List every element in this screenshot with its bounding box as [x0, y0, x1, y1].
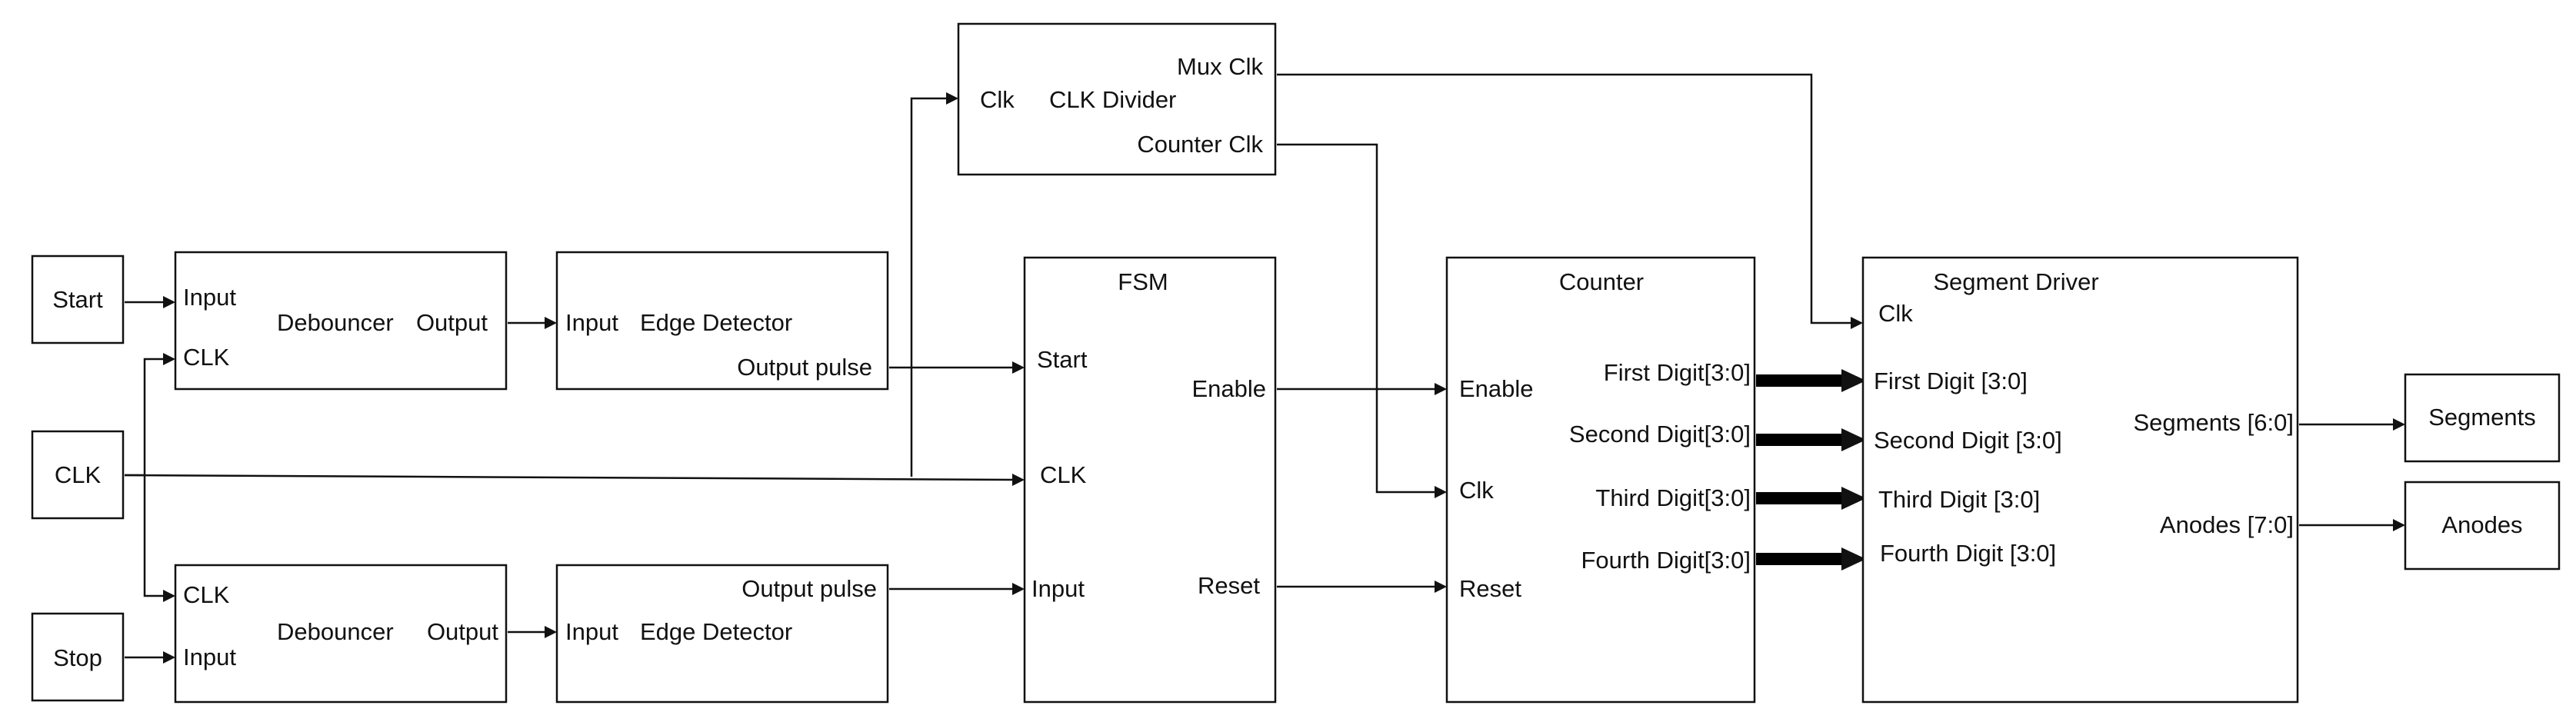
output-segments-block: Segments [2404, 373, 2561, 463]
edge-detector-start-title: Edge Detector [640, 309, 792, 336]
counter-clk-port: Clk [1459, 477, 1494, 504]
bus-arrowhead [1841, 487, 1866, 510]
counter-title: Counter [1559, 268, 1644, 295]
wire-clk-to-fsm [124, 474, 1018, 481]
arrowhead [163, 296, 175, 308]
bus-arrowhead [1841, 369, 1866, 392]
arrowhead [1012, 361, 1025, 374]
debouncer-start-title: Debouncer [277, 309, 394, 336]
segment-driver-first-digit-port: First Digit [3:0] [1874, 368, 2028, 394]
debouncer-stop-output-port: Output [427, 618, 498, 645]
output-anodes-block: Anodes [2404, 481, 2561, 571]
debouncer-stop-input-port: Input [183, 644, 236, 670]
arrowhead [163, 590, 175, 602]
clk-divider-block: Clk CLK Divider Mux Clk Counter Clk [957, 22, 1277, 176]
counter-block: Counter Enable Clk Reset First Digit[3:0… [1445, 256, 1756, 704]
stop-label: Stop [53, 644, 102, 671]
clk-divider-mux-clk-port: Mux Clk [1177, 53, 1263, 80]
debouncer-start-output-port: Output [416, 309, 488, 336]
arrowhead [545, 626, 557, 638]
segment-driver-clk-port: Clk [1878, 300, 1913, 327]
debouncer-stop-block: CLK Input Debouncer Output [174, 564, 508, 704]
start-label: Start [52, 286, 103, 313]
arrowhead [163, 651, 175, 664]
segment-driver-second-digit-port: Second Digit [3:0] [1874, 427, 2062, 454]
counter-reset-port: Reset [1459, 575, 1521, 602]
arrowhead [946, 92, 958, 105]
clk-divider-title: CLK Divider [1049, 86, 1176, 113]
segments-output-label: Segments [2428, 404, 2536, 431]
segment-driver-block: Segment Driver Clk First Digit [3:0] Sec… [1861, 256, 2299, 704]
segment-driver-title: Segment Driver [1933, 268, 2098, 295]
clk-divider-clk-port: Clk [980, 86, 1015, 113]
counter-first-digit-port: First Digit[3:0] [1604, 359, 1751, 386]
counter-enable-port: Enable [1459, 375, 1534, 402]
arrowhead [1012, 583, 1025, 595]
arrowhead [1435, 486, 1447, 498]
input-stop-block: Stop [31, 612, 125, 702]
edge-detector-start-output-port: Output pulse [737, 354, 872, 381]
debouncer-start-clk-port: CLK [183, 344, 230, 371]
counter-third-digit-port: Third Digit[3:0] [1595, 484, 1751, 511]
debouncer-stop-clk-port: CLK [183, 581, 230, 608]
fsm-start-port: Start [1037, 346, 1088, 373]
arrowhead [1012, 474, 1025, 486]
fsm-clk-port: CLK [1040, 461, 1087, 488]
wire-mux-clk [1277, 73, 1855, 324]
wire-counter-clk [1277, 143, 1439, 494]
edge-detector-stop-input-port: Input [565, 618, 618, 645]
wires [124, 73, 2405, 664]
arrowhead [545, 317, 557, 329]
input-start-block: Start [31, 255, 125, 344]
debouncer-stop-title: Debouncer [277, 618, 394, 645]
fsm-title: FSM [1118, 268, 1168, 295]
debouncer-start-input-port: Input [183, 284, 236, 311]
arrowhead [1435, 581, 1447, 593]
edge-detector-stop-block: Output pulse Input Edge Detector [555, 564, 889, 704]
edge-detector-start-input-port: Input [565, 309, 618, 336]
bus-arrowhead [1841, 547, 1866, 571]
edge-detector-stop-title: Edge Detector [640, 618, 792, 645]
segment-driver-fourth-digit-port: Fourth Digit [3:0] [1880, 540, 2056, 567]
clk-label: CLK [55, 461, 102, 488]
arrowhead [1851, 317, 1863, 329]
arrowhead [1435, 383, 1447, 395]
fsm-block: FSM Start CLK Input Enable Reset [1023, 256, 1277, 704]
segment-driver-segments-port: Segments [6:0] [2133, 409, 2294, 436]
input-clk-block: CLK [31, 430, 125, 520]
wire-clk-to-clk-divider [910, 97, 951, 477]
counter-fourth-digit-port: Fourth Digit[3:0] [1581, 547, 1751, 574]
bus-arrowhead [1841, 428, 1866, 451]
segment-driver-third-digit-port: Third Digit [3:0] [1878, 486, 2040, 513]
fsm-reset-port: Reset [1198, 572, 1260, 599]
anodes-output-label: Anodes [2441, 511, 2522, 538]
clk-divider-counter-clk-port: Counter Clk [1137, 131, 1263, 158]
arrowhead [2393, 418, 2405, 431]
edge-detector-stop-output-port: Output pulse [741, 575, 877, 602]
wire-clk-to-debouncers [125, 358, 168, 597]
fsm-input-port: Input [1031, 575, 1085, 602]
edge-detector-start-block: Input Edge Detector Output pulse [555, 251, 889, 391]
debouncer-start-block: Input CLK Debouncer Output [174, 251, 508, 391]
counter-second-digit-port: Second Digit[3:0] [1569, 421, 1751, 447]
segment-driver-anodes-port: Anodes [7:0] [2160, 511, 2294, 538]
arrowhead [163, 353, 175, 365]
fsm-enable-port: Enable [1191, 375, 1266, 402]
arrowhead [2393, 519, 2405, 531]
